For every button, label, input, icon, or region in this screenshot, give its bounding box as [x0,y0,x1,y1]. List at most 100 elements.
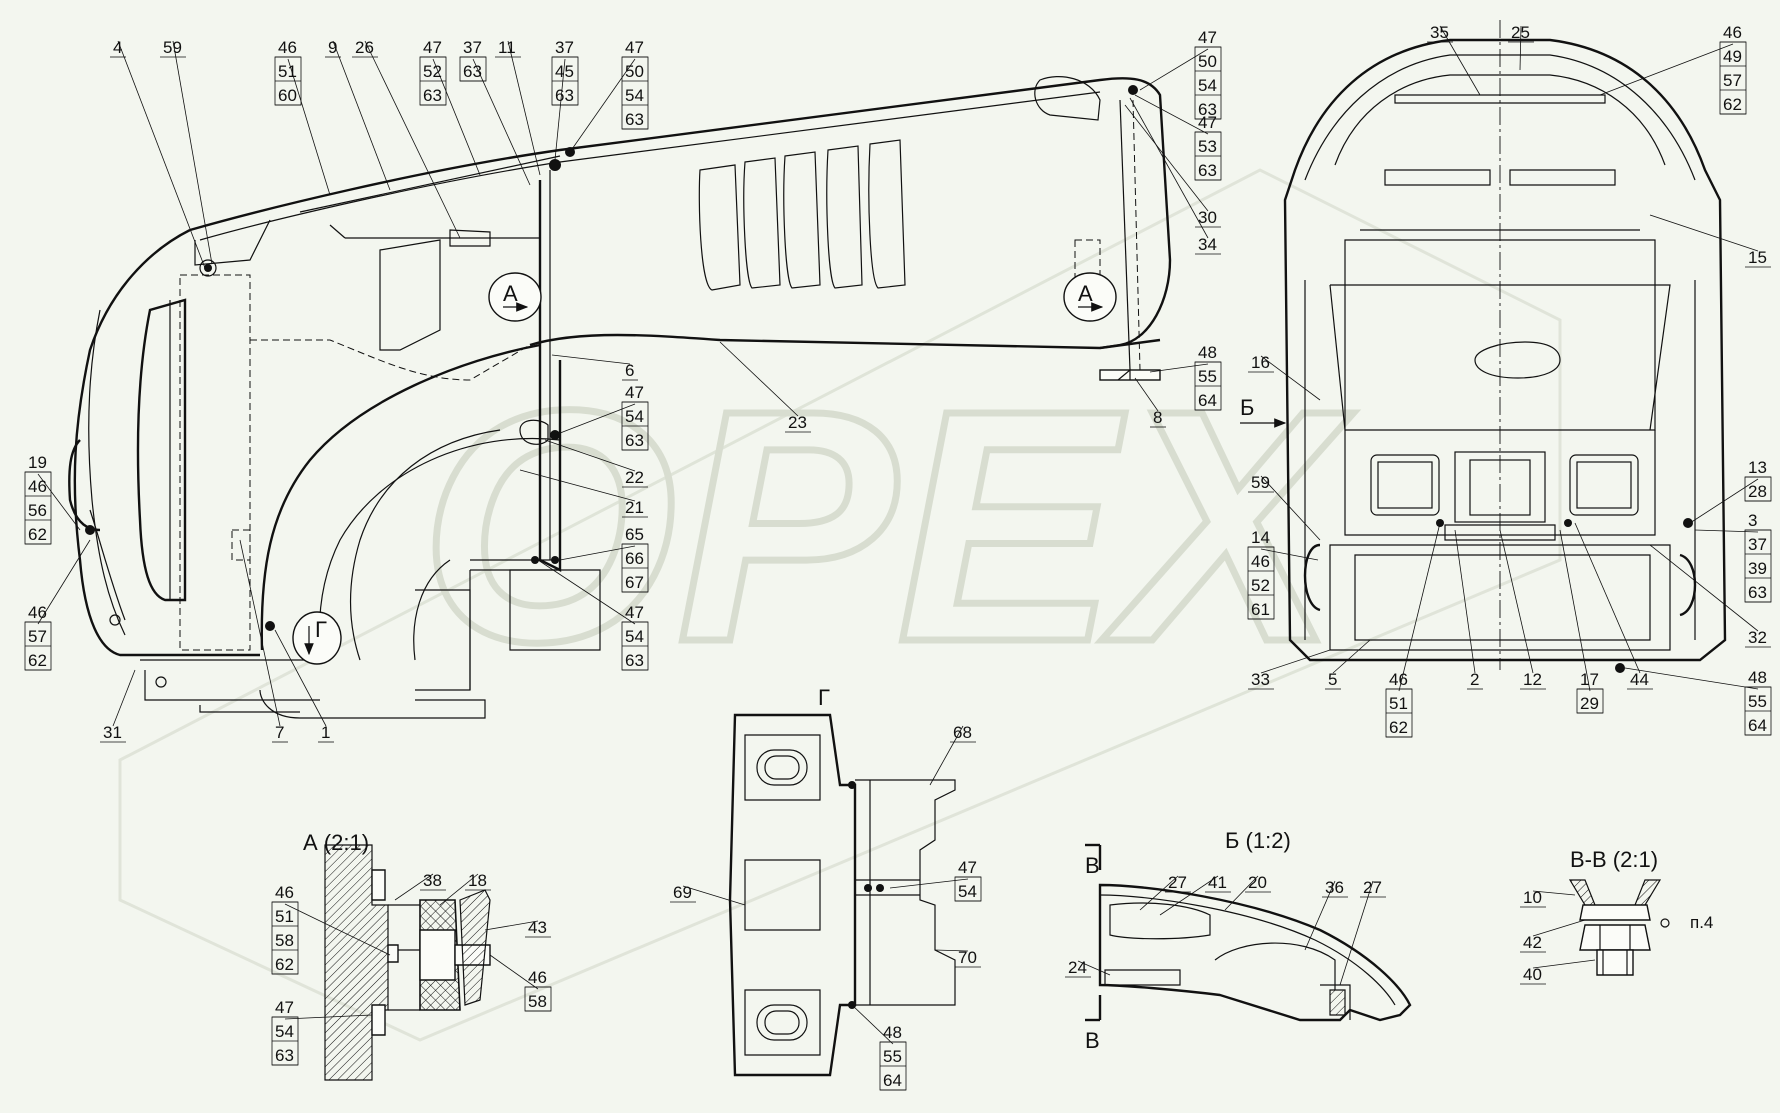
callout-item: 46 [1723,23,1742,42]
callout-item: 40 [1523,965,1542,984]
callout-leader [1574,522,1641,674]
callout-item: 54 [958,882,977,901]
callout-leader [719,341,799,417]
callout-item: 8 [1153,408,1162,427]
callout-leader [117,40,206,269]
callout-c65: 42 [1520,919,1586,953]
callout-leader [1339,880,1374,986]
callout-item: 70 [958,948,977,967]
callout-leader [1532,890,1576,896]
callout-item: 26 [355,38,374,57]
callout-leader [1260,548,1319,561]
callout-item: 33 [1251,670,1270,689]
callout-leader [1649,214,1759,252]
callout-item: 63 [625,110,644,129]
callout-item: 46 [278,38,297,57]
callout-item: 36 [1325,878,1344,897]
callout-item: 65 [625,525,644,544]
callout-item: 46 [28,477,47,496]
callout-c26: 31 [100,669,136,743]
callout-item: 47 [1198,28,1217,47]
callout-c64: 10 [1520,888,1576,908]
callout-c28: 1 [274,629,334,743]
callout-c13: 30 [1124,104,1221,228]
callout-c55: 43 [484,918,551,938]
callout-leader [1454,529,1476,674]
callout-item: 47 [275,998,294,1017]
callout-item: 45 [555,62,574,81]
callout-c59: 41 [1159,873,1231,916]
callout-item: 59 [1251,473,1270,492]
callout-item: 15 [1748,248,1767,267]
side-view-hood [68,76,1172,719]
detail-view-v [1568,879,1670,976]
callout-item: 63 [423,86,442,105]
callout-item: 18 [468,871,487,890]
view-marker-v1-letter: В [1085,853,1100,878]
title-view-v: В-В (2:1) [1570,847,1658,872]
callout-item: 13 [1748,458,1767,477]
callout-item: 27 [1168,873,1187,892]
callout-leader [1532,919,1586,937]
callout-item: 54 [625,407,644,426]
view-marker-g-letter: Г [315,617,327,642]
callout-item: 57 [1723,71,1742,90]
callout-c61: 36 [1304,878,1348,951]
callout-stack-box [1194,46,1222,120]
callout-leader [1624,667,1759,690]
callout-item: 46 [1389,670,1408,689]
callout-leader [37,473,81,531]
callout-c20: 22 [544,439,648,488]
note-label: п.4 [1690,913,1713,932]
callout-item: 63 [625,651,644,670]
callout-item: 54 [625,86,644,105]
callout-item: 69 [673,883,692,902]
callout-c66: 40 [1520,959,1596,985]
callout-stack-box [24,471,52,545]
callout-c23: 47 54 63 [537,559,649,671]
callout-item: 68 [953,723,972,742]
callout-leader [551,354,631,365]
callout-stack-box [1576,688,1604,714]
callout-item: 29 [1580,694,1599,713]
callout-stack-box [1385,688,1413,738]
callout-item: 23 [788,413,807,432]
callout-item: 3 [1748,511,1757,530]
callout-leader [1599,43,1734,96]
callout-stack-box [1744,529,1772,603]
callout-c27: 7 [239,539,288,743]
view-marker-a1: А [488,272,542,322]
callout-stack-box [1194,131,1222,181]
callout-leader [1139,875,1179,911]
callout-item: 63 [463,62,482,81]
callout-leader [112,669,136,727]
callout-leader [1260,355,1321,401]
callout-leader [439,873,479,906]
callout-item: 54 [625,627,644,646]
callout-item: 47 [625,603,644,622]
callout-item: 67 [625,573,644,592]
callout-item: 51 [275,907,294,926]
callout-item: 37 [463,38,482,57]
callout-c45: 44 [1574,522,1653,690]
callout-stack-box [419,56,447,106]
callout-leader [284,1014,373,1020]
callout-c17: 6 [551,354,638,381]
callout-leader [1134,377,1159,412]
callout-c42: 2 [1454,529,1483,690]
callout-c01: 4 [110,38,206,269]
callout-c43: 12 [1499,529,1546,690]
callout-stack-box [879,1041,907,1091]
callout-item: 48 [883,1023,902,1042]
callout-leader [569,58,636,153]
callout-c08: 11 [495,38,541,176]
front-view-hood [1283,20,1727,673]
callout-leader [537,559,636,625]
callout-item: 12 [1523,670,1542,689]
callout-item: 63 [1198,100,1217,119]
